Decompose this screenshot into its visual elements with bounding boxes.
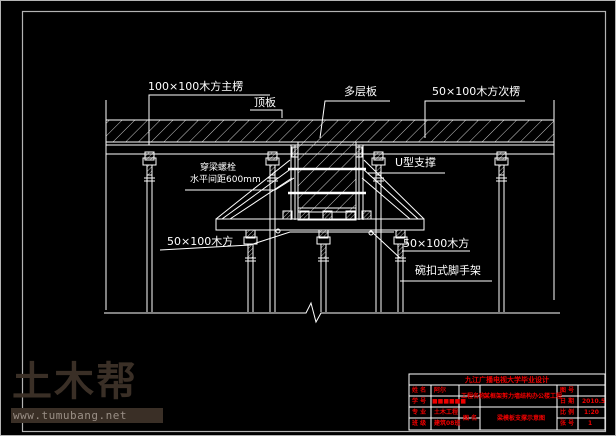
tb-right-value: 2010.5 [582,398,606,405]
leader-lines [148,94,525,282]
tb-row-label: 班 级 [412,420,427,427]
tb-row-value: 土木工程 [434,409,459,416]
tb-row-label: 学 号 [412,398,427,405]
tb-row-label: 姓 名 [412,387,427,394]
tb-row-label: 专 业 [412,409,427,416]
tb-row-value: 建筑08班 [434,420,461,427]
top-slab [105,119,555,143]
tb-right-label: 日 期 [560,398,575,405]
label-timber-right: 50×100木方 [403,237,470,250]
title-block-frame [408,373,606,431]
tb-row-value: 阿尔 [434,387,447,394]
structure [104,94,560,324]
watermark-logo: 土木帮 [12,359,138,405]
watermark-url: www.tumubang.net [11,408,163,423]
scaffold-poles [146,175,505,312]
label-timber-left: 50×100木方 [167,235,234,248]
tb-right-label: 图 号 [560,387,575,394]
beam-timbers [282,146,372,220]
title-block-header: 九江广播电视大学毕业设计 [465,376,549,384]
tb-right-label: 张 号 [560,420,575,427]
label-plywood: 多层板 [344,85,377,98]
tb-project-value: 某框架剪力墙结构办公楼工程 [484,393,563,400]
inner-frame [21,10,607,433]
label-main-joist: 100×100木方主楞 [148,80,244,93]
label-u-support: U型支撑 [395,156,437,169]
label-secondary-joist: 50×100木方次楞 [432,85,521,98]
adjustable-screws [144,164,507,262]
tb-project-label: 工程名称 [461,393,486,400]
u-heads [142,151,509,245]
tb-right-label: 比 例 [560,409,575,416]
label-bolt-spacing: 水平间距600mm [190,175,261,185]
tb-right-value: 1 [588,420,593,427]
tb-right-value: 1:20 [584,409,599,416]
ledger-beam [215,218,425,231]
label-top-slab: 顶板 [254,96,276,109]
tb-drawing-label: 图 名 [463,415,478,422]
label-scaffold: 碗扣式脚手架 [415,264,481,277]
beam [297,141,357,213]
ground-line [104,301,560,324]
tb-row-value: ■■■■■■ [432,398,467,405]
label-through-bolt: 穿梁螺栓 [200,163,237,173]
tb-drawing-value: 梁模板支撑示意图 [497,415,546,422]
